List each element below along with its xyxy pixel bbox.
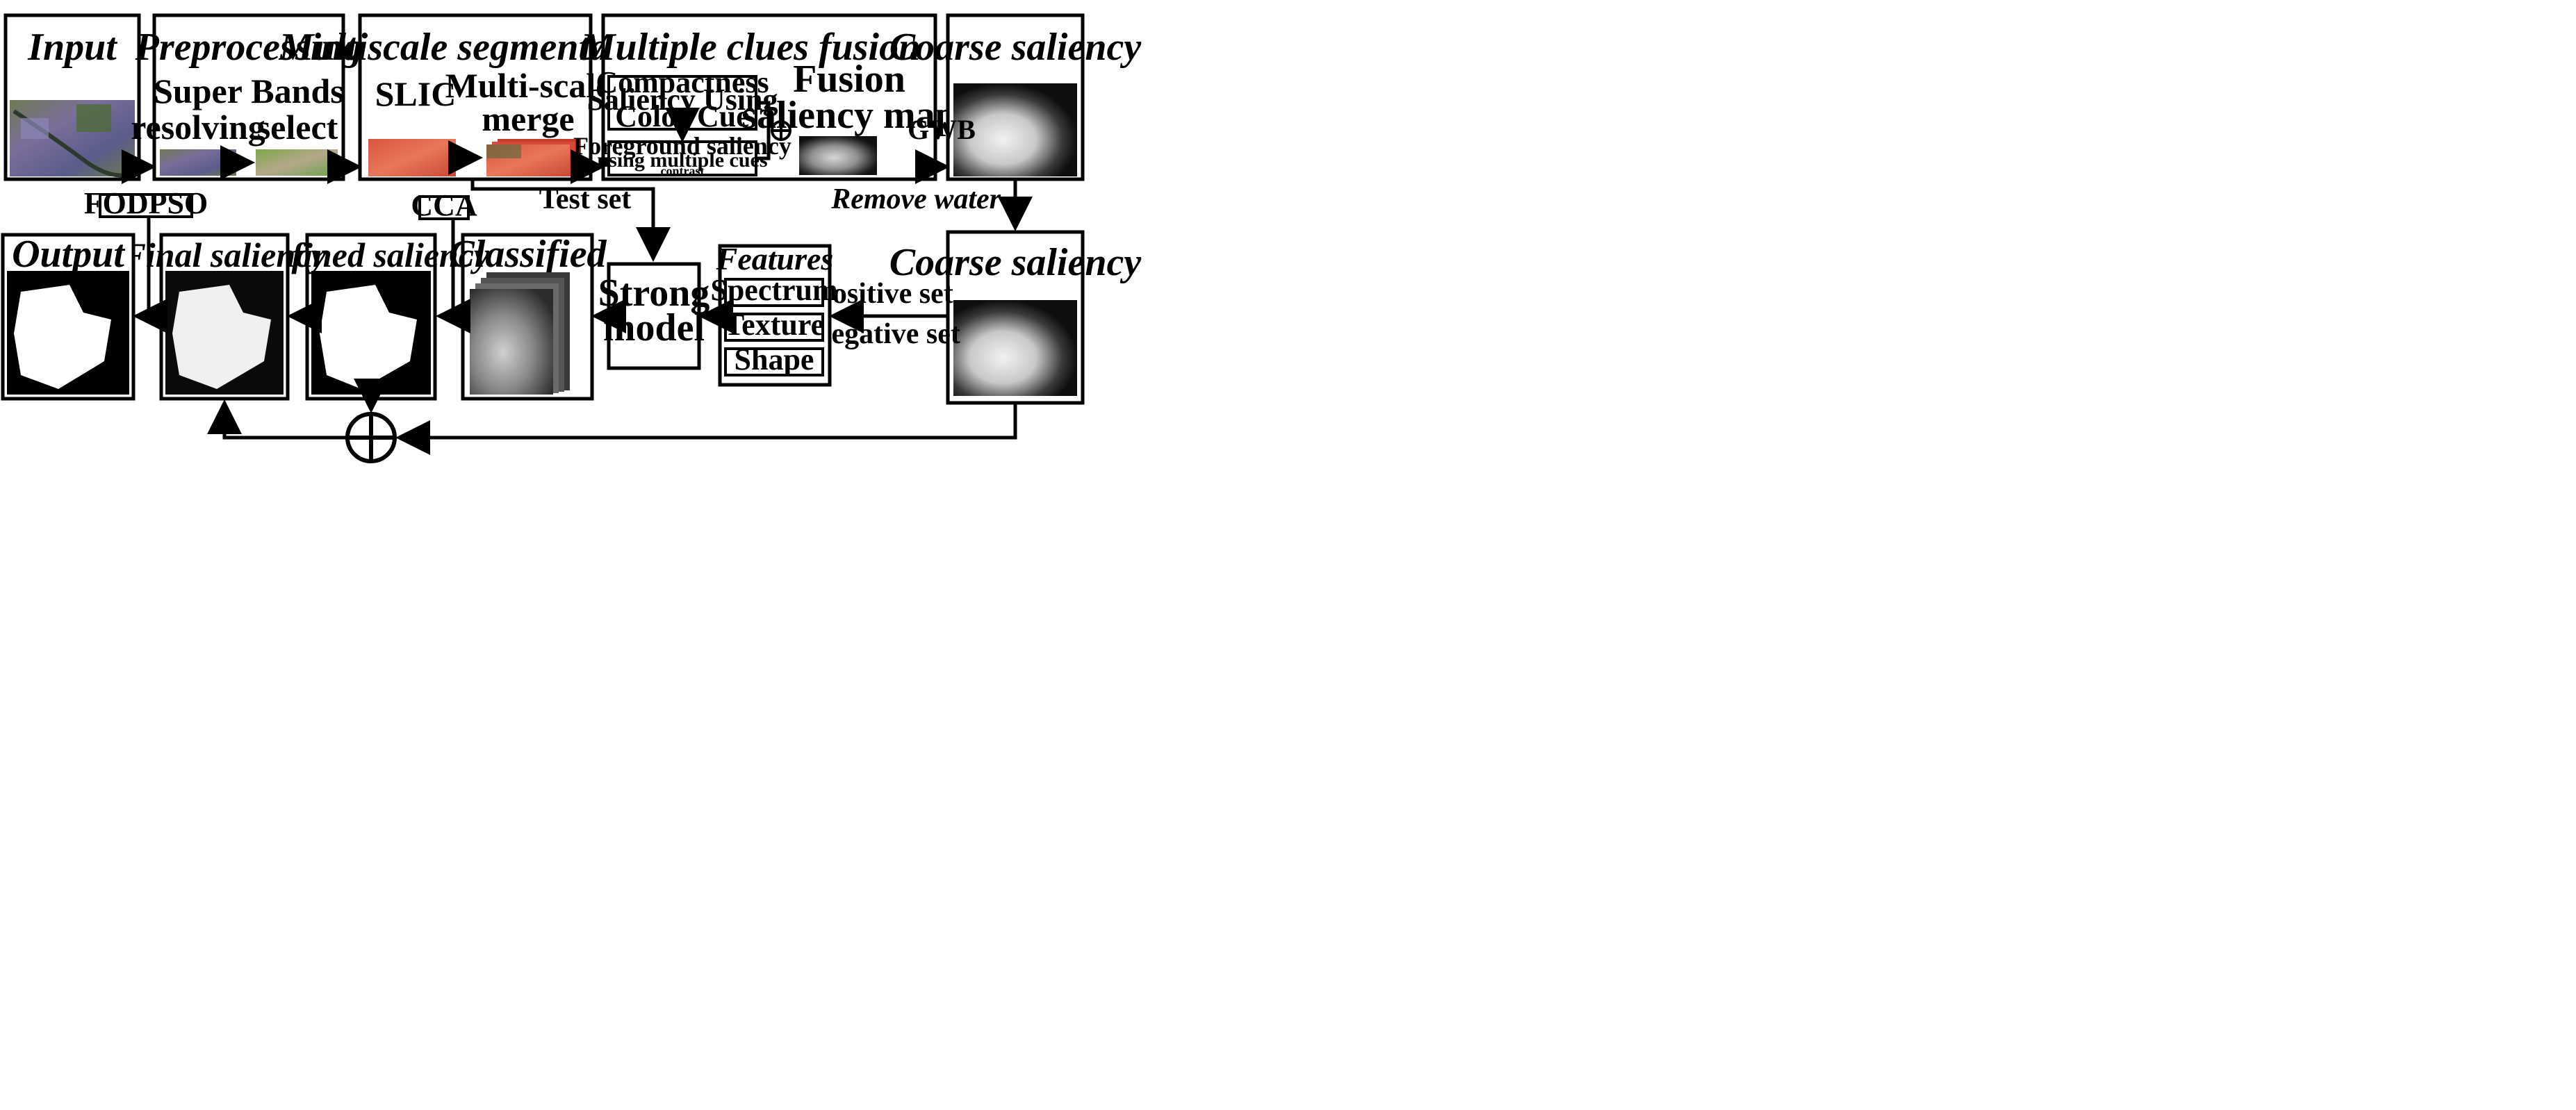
classified-title: Classified <box>448 233 607 276</box>
coarse-saliency-bottom-title: Coarse saliency <box>889 241 1142 284</box>
feature-spectrum-label: Spectrum <box>710 273 837 307</box>
merge-label-1: Multi-scale <box>445 66 612 105</box>
slic-label: SLIC <box>375 74 457 113</box>
fusion-bracket <box>756 101 771 160</box>
bands-selected-image <box>256 149 338 176</box>
bands-select-label-2: select <box>257 108 338 147</box>
fusion-title: Multiple clues fusion <box>580 26 921 69</box>
final-saliency-image <box>165 271 284 395</box>
feature-spectrum-box <box>724 278 824 307</box>
slic-image <box>368 139 456 176</box>
merge-image-stack <box>486 139 581 176</box>
coarse-saliency-top-image <box>953 83 1077 176</box>
strong-model-line2: model <box>603 306 705 349</box>
fusion-plus-symbol <box>771 120 791 141</box>
output-title: Output <box>12 233 125 276</box>
arrow-fusion-to-final <box>207 399 347 440</box>
features-title: Features <box>716 241 834 276</box>
feature-texture-label: Texture <box>724 308 824 342</box>
foreground-cue-line2: using multiple cues <box>597 149 767 172</box>
fodpso-label: FODPSO <box>84 186 208 220</box>
coarse-saliency-bottom-image <box>953 300 1077 396</box>
cca-box <box>418 195 470 220</box>
final-saliency-title: Final saliency <box>122 235 327 274</box>
classified-image-stack <box>470 272 570 395</box>
input-title: Input <box>27 26 117 69</box>
color-cue-line1: Compactness <box>596 65 769 99</box>
fusion-map-label-1: Fusion <box>793 58 905 101</box>
feature-shape-box <box>724 347 824 376</box>
super-resolving-label-2: resolving <box>131 108 265 147</box>
super-resolved-image <box>160 149 236 176</box>
color-cue-line3: Color Cue <box>615 99 750 133</box>
arrow-test-set <box>470 179 671 262</box>
feature-shape-label: Shape <box>735 342 814 376</box>
fodpso-box <box>99 193 193 218</box>
input-image <box>10 100 135 178</box>
output-image <box>7 271 129 395</box>
cca-label: CCA <box>411 188 477 222</box>
negative-set-label: Negative set <box>810 318 960 350</box>
foreground-cue-line3: contrast <box>661 164 705 178</box>
fusion-map-image <box>799 136 877 175</box>
arrow-coarse-to-final-fusion <box>395 403 1017 455</box>
merge-label-2: merge <box>482 99 574 138</box>
bands-select-label-1: Bands <box>251 72 343 110</box>
preprocessing-title: Preprocessing <box>135 26 363 69</box>
test-set-label: Test set <box>539 183 632 215</box>
super-resolving-label-1: Super <box>154 72 243 110</box>
refined-saliency-title: Refined saliency <box>252 235 490 274</box>
coarse-saliency-top-title: Coarse saliency <box>889 26 1142 69</box>
positive-set-label: Positive set <box>814 278 953 310</box>
final-fusion-plus-symbol <box>345 412 397 463</box>
fusion-map-label-2: saliency map <box>741 94 957 137</box>
remove-water-label: Remove water <box>830 183 1001 215</box>
foreground-cue-line1: Foreground saliency <box>573 132 791 160</box>
gwb-label: GWB <box>908 114 976 145</box>
refined-saliency-image <box>311 271 431 395</box>
